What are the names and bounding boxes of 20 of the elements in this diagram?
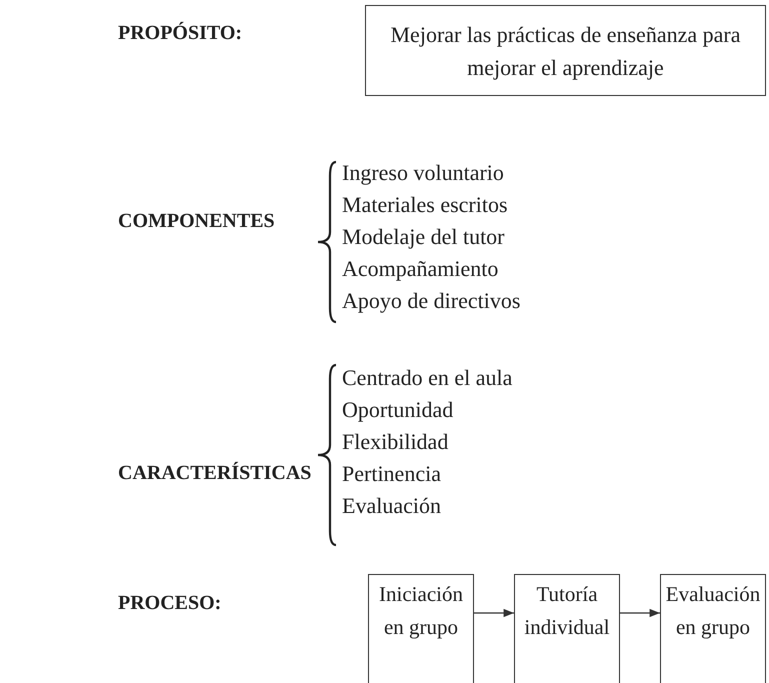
- process-box: Tutoría individual: [514, 574, 620, 683]
- list-item: Ingreso voluntario: [342, 160, 504, 186]
- arrow: [474, 608, 514, 618]
- list-item: Materiales escritos: [342, 192, 508, 218]
- list-item: Evaluación: [342, 493, 441, 519]
- process-box: Evaluación en grupo: [660, 574, 766, 683]
- section-heading: COMPONENTES: [118, 210, 275, 233]
- list-item: Pertinencia: [342, 461, 441, 487]
- list-item: Apoyo de directivos: [342, 288, 520, 314]
- process-box: Mejorar las prácticas de enseñanza para mejorar el aprendizaje: [365, 5, 766, 96]
- arrow: [620, 608, 660, 618]
- section-heading: PROPÓSITO:: [118, 22, 242, 45]
- section-heading: PROCESO:: [118, 592, 222, 615]
- section-heading: CARACTERÍSTICAS: [118, 462, 312, 485]
- list-item: Oportunidad: [342, 397, 454, 423]
- list-item: Modelaje del tutor: [342, 224, 505, 250]
- list-item: Acompañamiento: [342, 256, 498, 282]
- process-box: Iniciación en grupo: [368, 574, 474, 683]
- list-item: Flexibilidad: [342, 429, 448, 455]
- list-item: Centrado en el aula: [342, 365, 512, 391]
